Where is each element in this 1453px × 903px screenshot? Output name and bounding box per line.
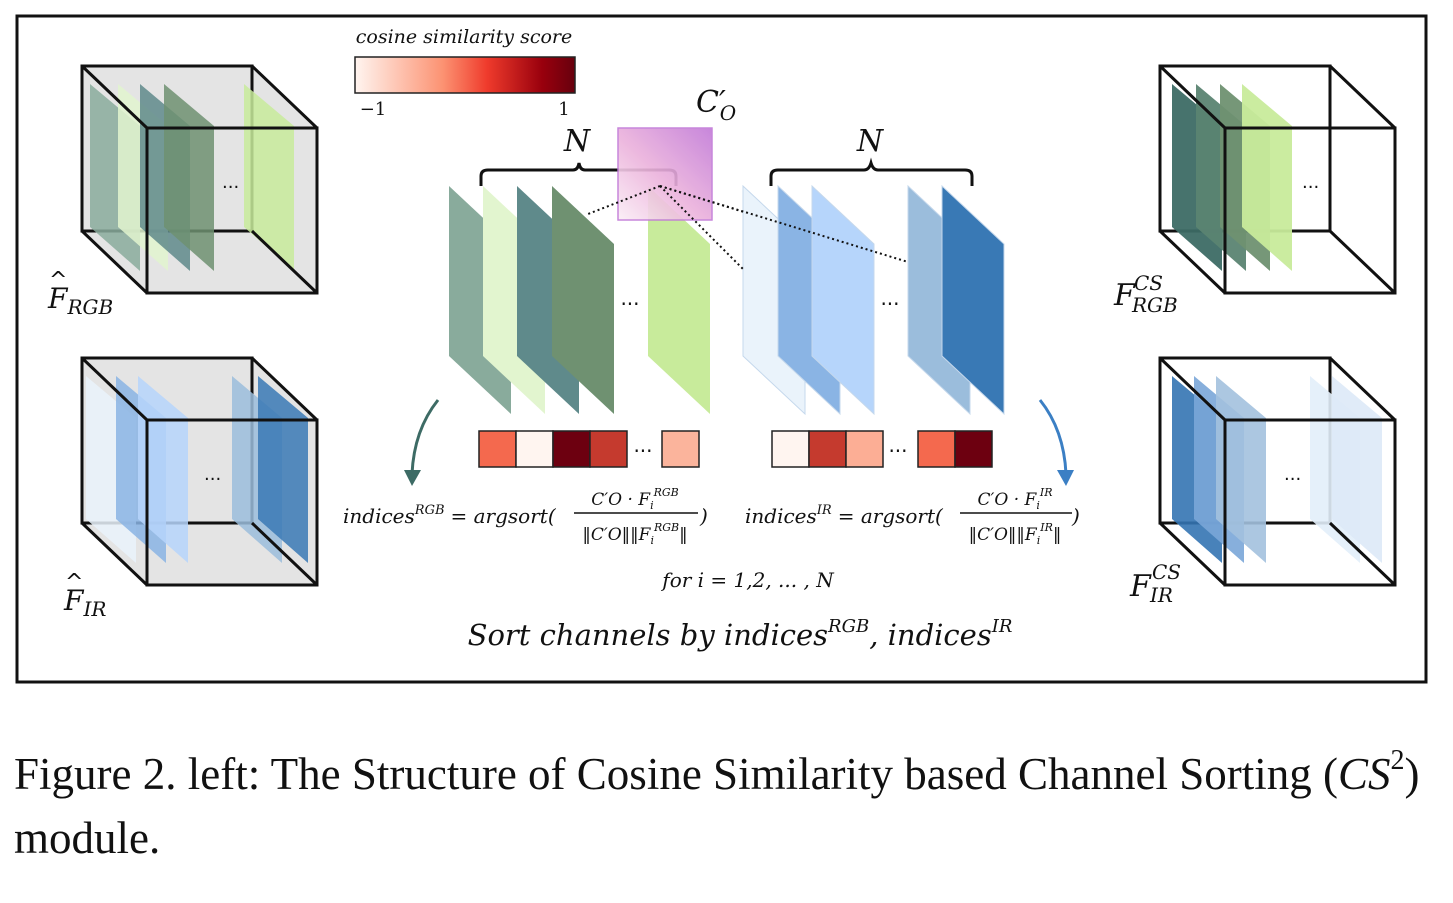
svg-text:F: F bbox=[1129, 569, 1152, 604]
similarity-lines bbox=[587, 185, 909, 271]
ellipsis-ir-stack: ... bbox=[880, 286, 899, 310]
ir-channel-stack bbox=[742, 184, 1005, 416]
cube-edge bbox=[1158, 521, 1227, 587]
cube-edge bbox=[1158, 229, 1227, 295]
cube-rgb-input: ... bbox=[80, 64, 319, 295]
similarity-score-box bbox=[808, 430, 847, 468]
colorbar-gradient bbox=[354, 56, 576, 94]
cube-edge bbox=[250, 521, 319, 587]
svg-text:CS: CS bbox=[1152, 560, 1181, 584]
centroid-block: C′O bbox=[617, 85, 736, 221]
cube-edge bbox=[80, 356, 149, 422]
centroid-label: C′O bbox=[696, 85, 736, 125]
svg-text:indicesRGB= argsort(: indicesRGB= argsort( bbox=[343, 503, 557, 528]
cube-edge bbox=[1328, 229, 1397, 295]
formula-ir: indicesIR= argsort( C′O · FiIR ‖C′O‖‖FiI… bbox=[745, 486, 1080, 547]
ir-score-row bbox=[771, 430, 993, 468]
index-range-text: for i = 1,2, ... , N bbox=[660, 568, 835, 592]
channel-slab bbox=[1332, 376, 1382, 563]
cube-edge bbox=[80, 229, 149, 295]
rgb-score-row bbox=[478, 430, 700, 468]
colorbar-max-label: 1 bbox=[558, 99, 569, 120]
cube-ellipsis: ... bbox=[204, 464, 221, 485]
svg-text:): ) bbox=[1071, 504, 1080, 528]
colorbar: cosine similarity score −1 1 bbox=[354, 26, 576, 120]
sort-instruction: Sort channels by indicesRGB, indicesIR bbox=[468, 616, 1013, 652]
svg-text:C′O · FiRGB: C′O · FiRGB bbox=[591, 486, 679, 512]
similarity-score-box bbox=[661, 430, 700, 468]
cube-ir-input: ... bbox=[80, 356, 319, 587]
n-label-rgb: N bbox=[563, 124, 592, 159]
svg-text:RGB: RGB bbox=[1131, 293, 1178, 317]
arrow-rgb bbox=[404, 399, 440, 486]
cube-rgb-sorted: ... bbox=[1158, 64, 1397, 295]
channel-slab bbox=[138, 376, 188, 563]
channel-panel bbox=[811, 184, 875, 416]
similarity-score-box bbox=[478, 430, 517, 468]
label-f-ir-cs: F CS IR bbox=[1129, 560, 1181, 607]
cube-ellipsis: ... bbox=[222, 172, 239, 193]
hat-accent: ^ bbox=[65, 570, 83, 595]
svg-text:): ) bbox=[699, 504, 708, 528]
cube-edge bbox=[250, 356, 319, 422]
cs2-module-diagram: cosine similarity score −1 1 ... ... ...… bbox=[15, 14, 1428, 684]
cube-edge bbox=[80, 64, 149, 130]
label-f-rgb-hat: FRGB bbox=[47, 282, 113, 319]
channel-panel bbox=[648, 186, 710, 414]
channel-slab bbox=[164, 84, 214, 271]
cube-edge bbox=[1158, 64, 1227, 130]
similarity-score-box bbox=[515, 430, 554, 468]
svg-text:IR: IR bbox=[1149, 583, 1173, 607]
cube-edge bbox=[1328, 521, 1397, 587]
arrow-ir bbox=[1038, 399, 1074, 486]
similarity-score-box bbox=[771, 430, 810, 468]
label-f-ir-hat: FIR bbox=[63, 584, 106, 621]
ellipsis-rgb-scores: ... bbox=[633, 433, 652, 457]
channel-slab bbox=[1242, 84, 1292, 271]
cube-edge bbox=[250, 64, 319, 130]
channel-slab bbox=[1216, 376, 1266, 563]
svg-text:C′O · FiIR: C′O · FiIR bbox=[978, 486, 1053, 512]
channel-panel bbox=[941, 184, 1005, 416]
figure-caption: Figure 2. left: The Structure of Cosine … bbox=[14, 745, 1420, 864]
cube-ellipsis: ... bbox=[1284, 464, 1301, 485]
similarity-score-box bbox=[954, 430, 993, 468]
cube-edge bbox=[250, 229, 319, 295]
hat-accent: ^ bbox=[49, 268, 67, 293]
svg-text:‖C′O‖‖FiRGB‖: ‖C′O‖‖FiRGB‖ bbox=[582, 521, 687, 547]
cube-edge bbox=[1158, 356, 1227, 422]
cube-edge bbox=[1328, 64, 1397, 130]
cube-edge bbox=[80, 521, 149, 587]
similarity-score-box bbox=[589, 430, 628, 468]
channel-slab bbox=[244, 84, 294, 271]
similarity-score-box bbox=[917, 430, 956, 468]
ellipsis-ir-scores: ... bbox=[888, 433, 907, 457]
channel-panel bbox=[552, 186, 614, 414]
svg-text:‖C′O‖‖FiIR‖: ‖C′O‖‖FiIR‖ bbox=[969, 521, 1062, 547]
ellipsis-rgb-stack: ... bbox=[620, 286, 639, 310]
channel-slab bbox=[258, 376, 308, 563]
cube-edge bbox=[1328, 356, 1397, 422]
cube-ellipsis: ... bbox=[1302, 172, 1319, 193]
formula-rgb: indicesRGB= argsort( C′O · FiRGB ‖C′O‖‖F… bbox=[343, 486, 708, 547]
svg-text:CS: CS bbox=[1134, 271, 1163, 295]
n-label-ir: N bbox=[856, 124, 885, 159]
rgb-channel-stack bbox=[449, 186, 710, 414]
svg-text:F: F bbox=[1113, 278, 1136, 313]
colorbar-title: cosine similarity score bbox=[356, 26, 572, 48]
svg-text:indicesIR= argsort(: indicesIR= argsort( bbox=[745, 503, 944, 528]
label-f-rgb-cs: F CS RGB bbox=[1113, 271, 1178, 317]
colorbar-min-label: −1 bbox=[360, 99, 387, 120]
cube-ir-sorted: ... bbox=[1158, 356, 1397, 587]
figure-frame bbox=[15, 14, 1428, 684]
similarity-score-box bbox=[845, 430, 884, 468]
brace-ir: N bbox=[769, 124, 974, 186]
similarity-score-box bbox=[552, 430, 591, 468]
